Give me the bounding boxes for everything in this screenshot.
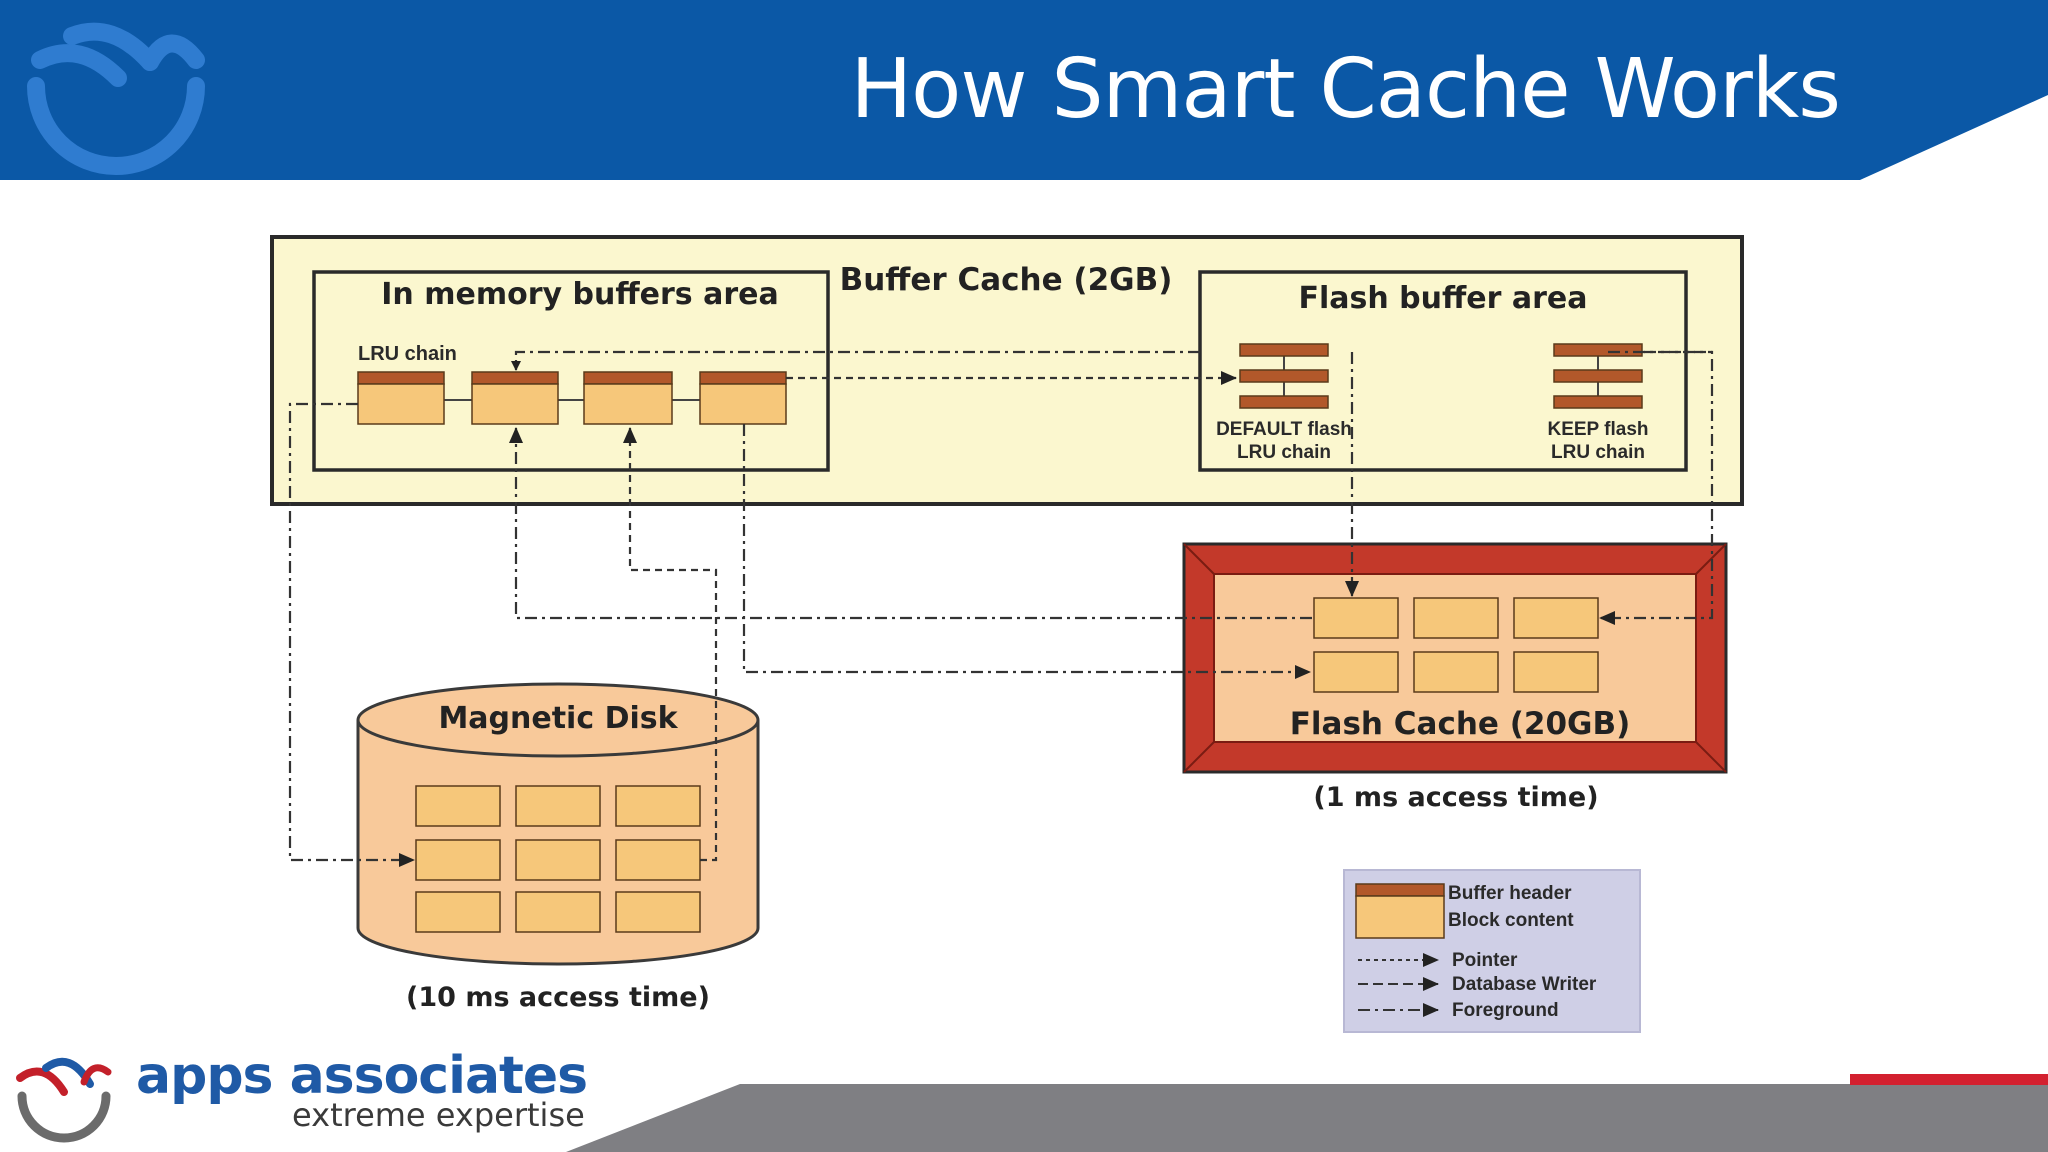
- legend-buffer-header-swatch: [1355, 883, 1445, 897]
- legend: Buffer header Block content Pointer Data…: [1343, 869, 1641, 1033]
- brand-tagline: extreme expertise: [292, 1096, 585, 1134]
- lru-block: [699, 371, 787, 425]
- arrow-lru-to-disk: [288, 402, 415, 867]
- legend-foreground: Foreground: [1452, 1000, 1559, 1021]
- default-flash-chain: [1239, 343, 1329, 409]
- lru-block: [357, 371, 445, 425]
- flash-buffer-area-label: Flash buffer area: [1298, 281, 1587, 316]
- flash-block: [1413, 651, 1499, 693]
- disk-block: [415, 785, 501, 827]
- flash-block: [1513, 651, 1599, 693]
- footer-gray-bar: [566, 1084, 2048, 1152]
- legend-block-content-swatch: [1355, 895, 1445, 939]
- disk-block: [515, 839, 601, 881]
- flash-block: [1513, 597, 1599, 639]
- memory-buffers-area: [312, 270, 830, 472]
- lru-chain-label: LRU chain: [358, 343, 457, 365]
- flash-block: [1413, 597, 1499, 639]
- memory-area-label: In memory buffers area: [381, 277, 778, 312]
- footer-red-bar: [1850, 1074, 2048, 1085]
- flash-cache-blocks: [1313, 597, 1599, 693]
- lru-block: [583, 371, 673, 425]
- keep-flash-label-1: KEEP flash: [1547, 419, 1648, 440]
- flash-block: [1313, 651, 1399, 693]
- buffer-cache-label: Buffer Cache (2GB): [840, 262, 1173, 298]
- disk-block: [615, 839, 701, 881]
- disk-block: [615, 891, 701, 933]
- legend-database-writer: Database Writer: [1452, 974, 1597, 995]
- flash-block: [1313, 597, 1399, 639]
- arrow-disk-to-lru-3: [623, 427, 718, 862]
- disk-block: [515, 891, 601, 933]
- disk-block: [415, 891, 501, 933]
- legend-block-content: Block content: [1448, 910, 1574, 931]
- header-band: [0, 0, 2048, 180]
- default-flash-label-2: LRU chain: [1237, 442, 1331, 463]
- header-logo-icon: [27, 22, 205, 175]
- flash-cache-label: Flash Cache (20GB): [1290, 706, 1631, 742]
- flash-access-time: (1 ms access time): [1313, 782, 1598, 813]
- disk-block: [415, 839, 501, 881]
- disk-blocks: [415, 785, 701, 933]
- lru-blocks: [357, 371, 787, 425]
- legend-pointer: Pointer: [1452, 950, 1518, 971]
- disk-block: [615, 785, 701, 827]
- arrow-lru-to-flash-write: [742, 424, 1311, 679]
- brand-name: apps associates: [136, 1046, 588, 1106]
- keep-flash-chain: [1553, 343, 1643, 409]
- flash-buffer-area: [1198, 270, 1688, 472]
- keep-flash-label-2: LRU chain: [1551, 442, 1645, 463]
- lru-block: [471, 371, 559, 425]
- disk-block: [515, 785, 601, 827]
- disk-access-time: (10 ms access time): [406, 982, 710, 1013]
- apps-associates-logo-icon: [16, 1057, 112, 1143]
- arrow-keep-to-flash: [1599, 350, 1714, 625]
- magnetic-disk-label: Magnetic Disk: [438, 701, 678, 736]
- connector-arrows: [288, 350, 1714, 867]
- page-title: How Smart Cache Works: [850, 42, 1841, 137]
- default-flash-label-1: DEFAULT flash: [1216, 419, 1352, 440]
- legend-buffer-header: Buffer header: [1448, 883, 1572, 904]
